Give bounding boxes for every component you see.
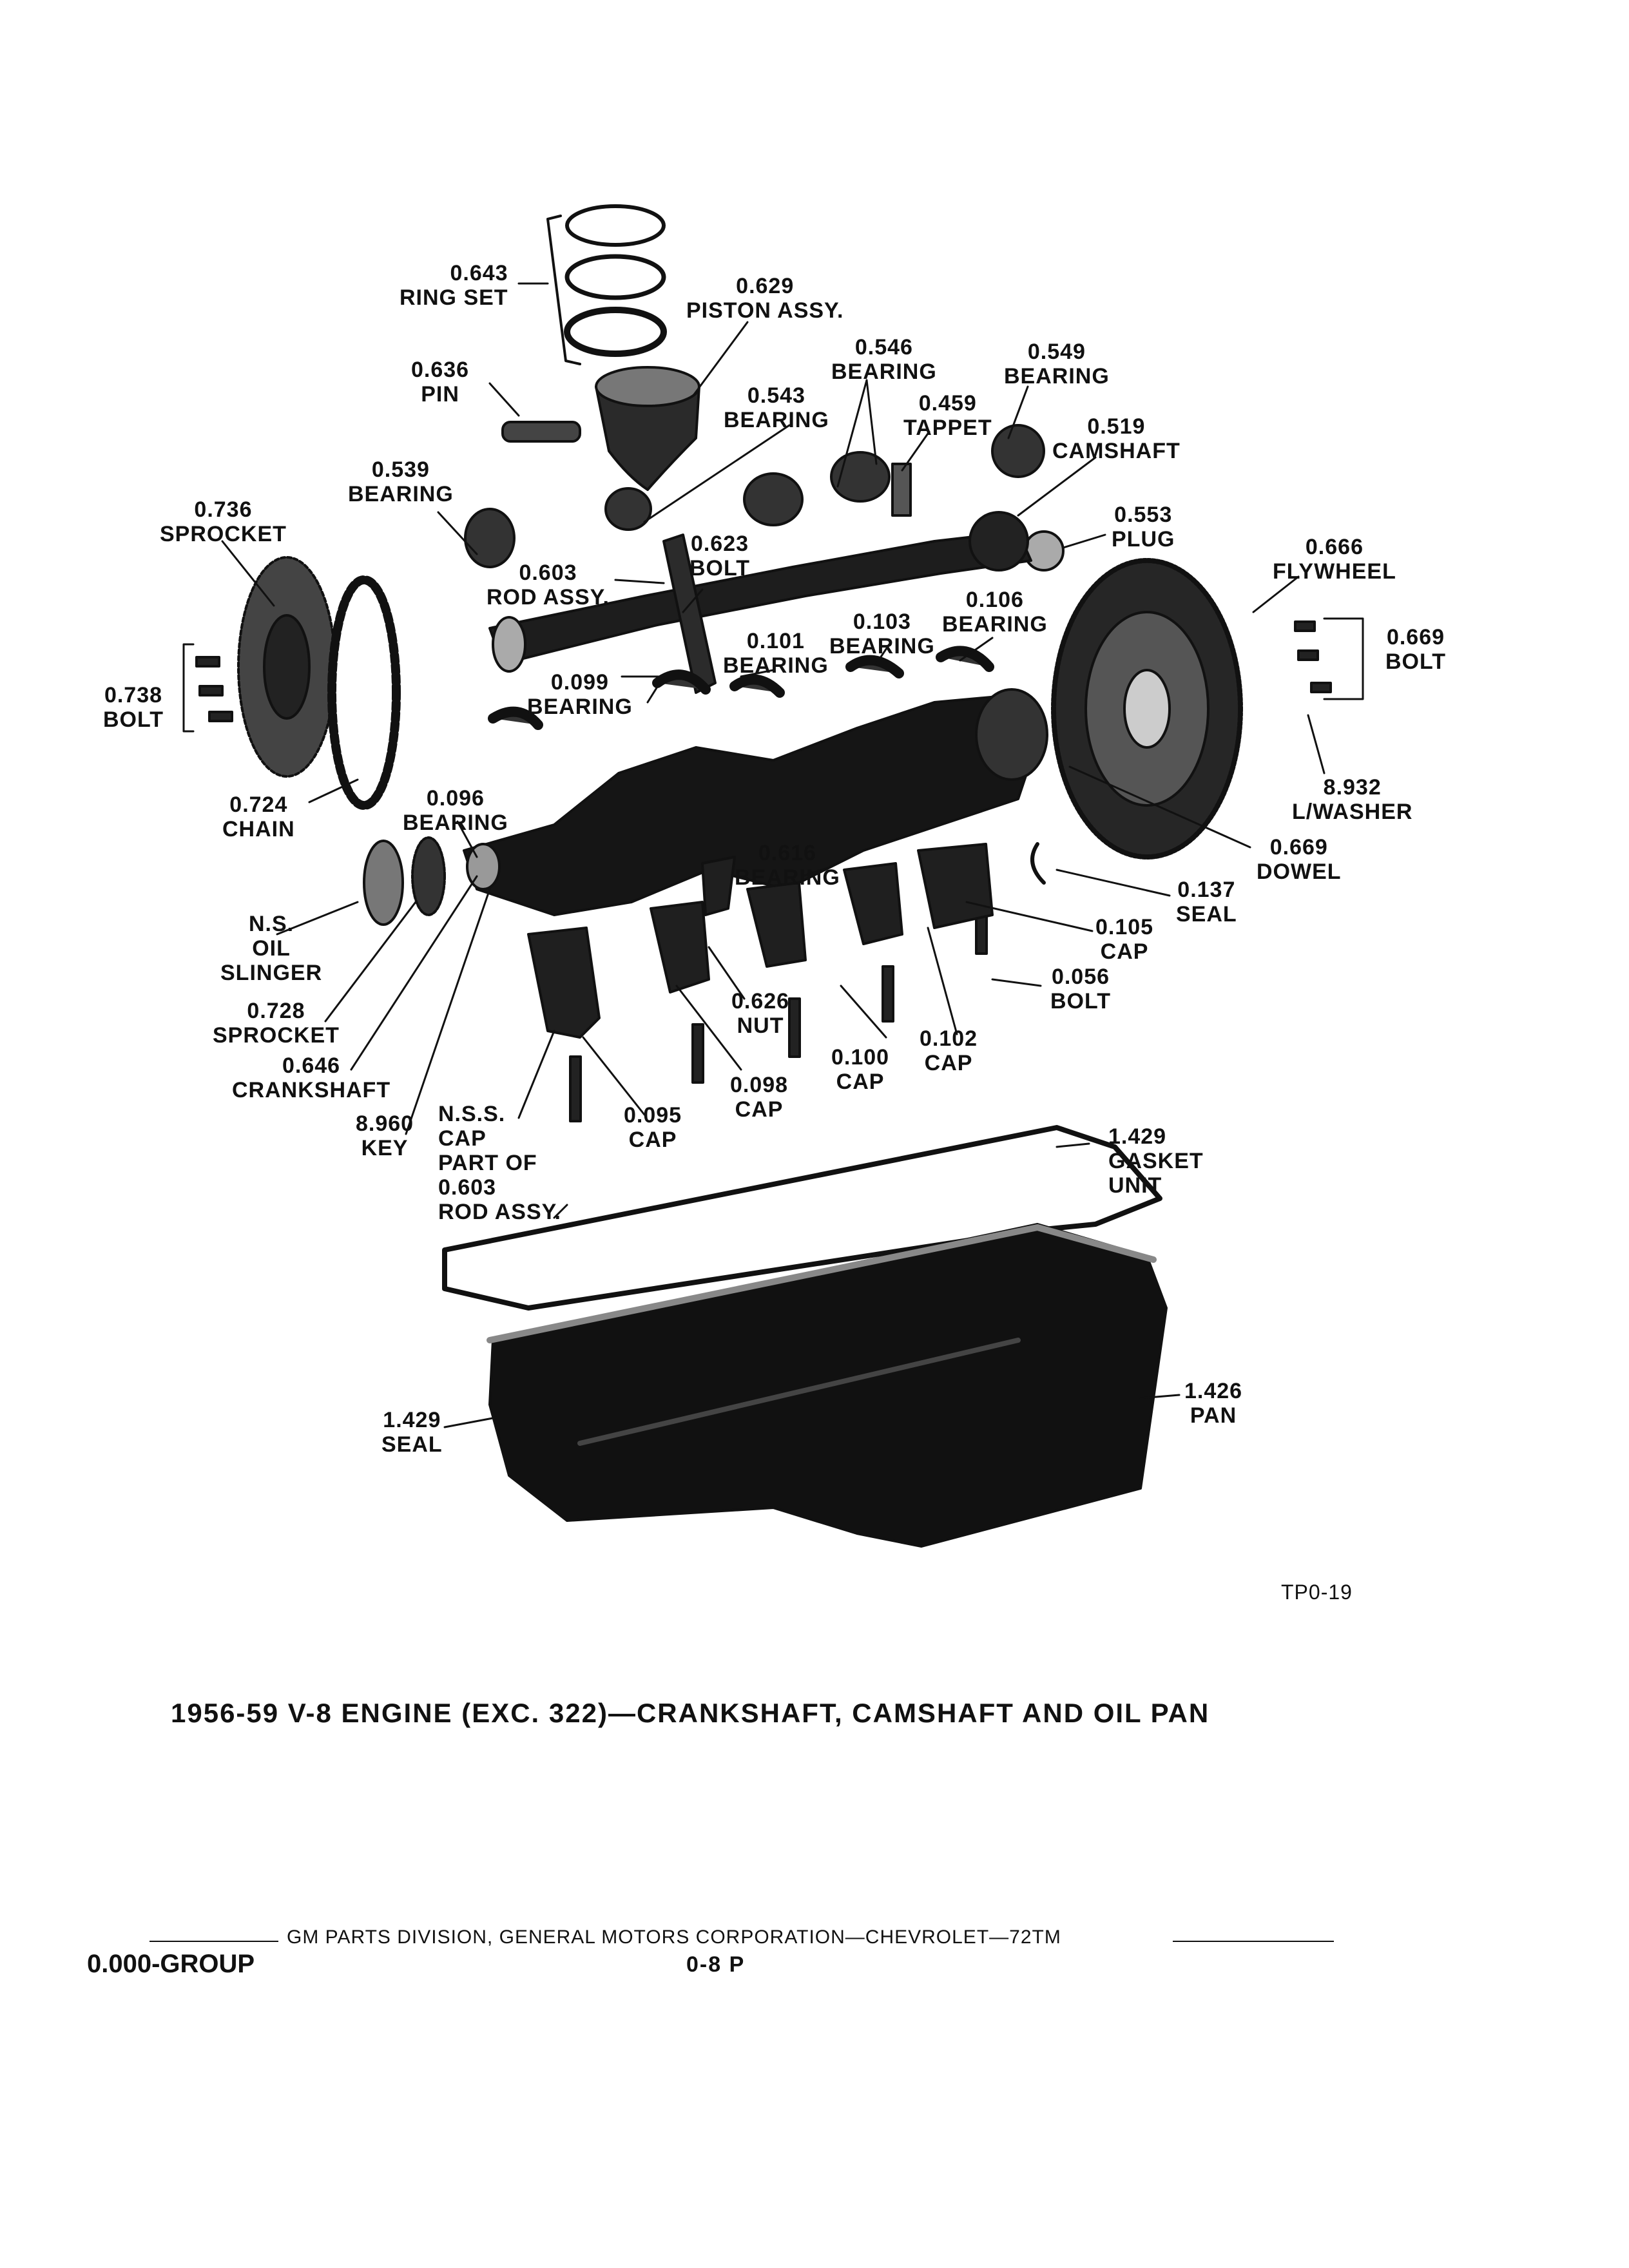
connecting-rod-part — [662, 533, 717, 694]
figure-code: TP0-19 — [1281, 1581, 1353, 1604]
bearing-shells-part — [464, 424, 1065, 572]
footer-rule-right — [1173, 1941, 1334, 1942]
oil-pan-part — [487, 1223, 1168, 1548]
page-title: 1956-59 V-8 ENGINE (EXC. 322)—CRANKSHAFT… — [171, 1698, 1210, 1728]
publisher-line: GM PARTS DIVISION, GENERAL MOTORS CORPOR… — [287, 1927, 1061, 1948]
piston-part — [595, 366, 700, 491]
wrist-pin-part — [501, 421, 581, 443]
crankshaft-part — [463, 688, 1048, 916]
main-caps-part — [527, 843, 994, 1039]
front-parts — [363, 836, 1046, 926]
footer-rule-left — [149, 1941, 278, 1942]
gasket-part — [442, 1125, 1162, 1311]
timing-set-part — [237, 556, 401, 810]
bolts-part — [195, 620, 1332, 1122]
flywheel-part — [1051, 558, 1243, 860]
upper-main-bearings-part — [488, 646, 994, 730]
group-code: 0.000-GROUP — [87, 1950, 255, 1978]
leader-lines — [182, 282, 1364, 1428]
camshaft-part — [488, 511, 1032, 673]
ring-set-part — [546, 204, 667, 365]
page-number: 0-8 P — [686, 1952, 746, 1977]
